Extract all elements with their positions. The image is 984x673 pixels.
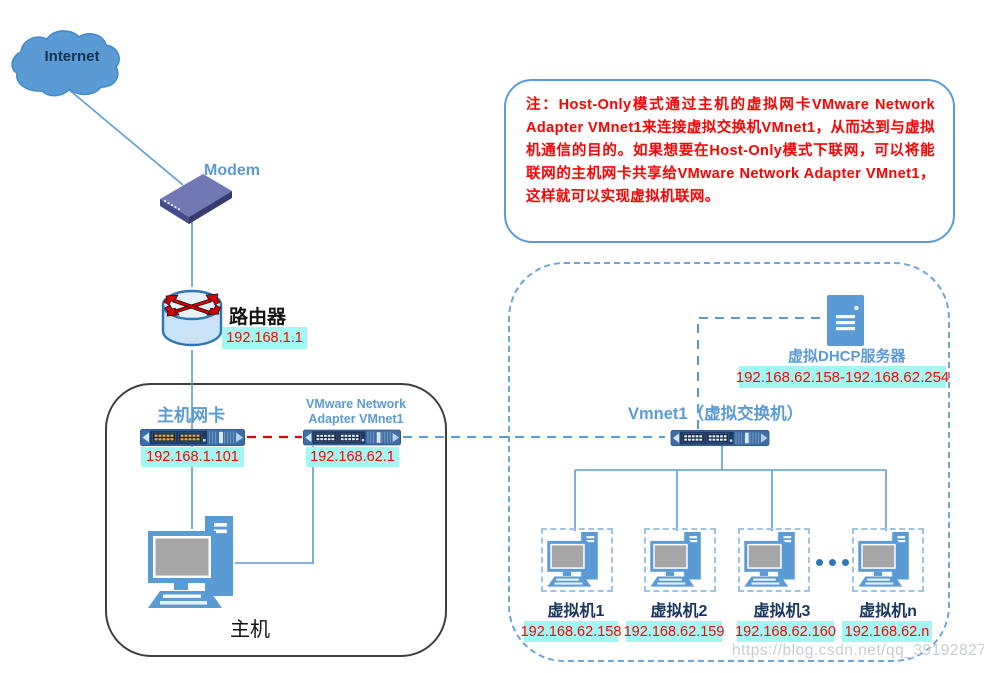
- vm3-label: 虚拟机3: [753, 603, 811, 620]
- modem-label: Modem: [204, 162, 260, 179]
- vm-adapter-ip-badge: 192.168.62.1: [306, 447, 399, 467]
- vm3-pc-icon: [743, 532, 805, 589]
- vm-adapter-icon: [303, 429, 401, 446]
- hostonly-network-box: [508, 262, 950, 662]
- vm3-icon-box: [738, 528, 810, 592]
- vmn-label: 虚拟机n: [859, 603, 917, 620]
- host-nic-icon: [140, 429, 245, 446]
- host-nic-label: 主机网卡: [157, 406, 225, 425]
- vswitch-icon: [666, 430, 774, 446]
- vm1-pc-icon: [546, 532, 608, 589]
- vm2-pc-icon: [649, 532, 711, 589]
- vm-adapter-label: VMware Network Adapter VMnet1: [305, 397, 407, 426]
- dhcp-range-badge: 192.168.62.158-192.168.62.254: [736, 366, 949, 388]
- watermark-text: https://blog.csdn.net/qq_39192827: [732, 642, 984, 659]
- vm2-ip-badge: 192.168.62.159: [624, 621, 724, 642]
- internet-cloud-icon: [11, 30, 120, 97]
- vm1-ip-badge: 192.168.62.158: [521, 621, 621, 642]
- router-icon: [161, 289, 223, 347]
- router-ip-badge: 192.168.1.1: [222, 327, 307, 349]
- dhcp-server-label: 虚拟DHCP服务器: [788, 348, 906, 365]
- vm1-label: 虚拟机1: [547, 603, 605, 620]
- vm1-icon-box: [541, 528, 613, 592]
- vmn-ip-badge: 192.168.62.n: [842, 621, 932, 642]
- router-label: 路由器: [229, 307, 287, 328]
- dhcp-server-icon: [827, 295, 864, 346]
- vm2-icon-box: [644, 528, 716, 592]
- host-pc-icon: [148, 515, 248, 613]
- vmn-icon-box: [852, 528, 924, 592]
- note-text: 注：Host-Only模式通过主机的虚拟网卡VMware Network Ada…: [526, 97, 935, 205]
- vmn-pc-icon: [857, 532, 919, 589]
- note-callout: 注：Host-Only模式通过主机的虚拟网卡VMware Network Ada…: [504, 79, 955, 243]
- host-group-box: [105, 383, 447, 657]
- ellipsis-dots: [816, 559, 849, 566]
- internet-label: Internet: [44, 48, 100, 65]
- vm3-ip-badge: 192.168.62.160: [735, 621, 836, 642]
- host-pc-label: 主机: [230, 619, 270, 641]
- vswitch-label: Vmnet1（虚拟交换机）: [628, 405, 804, 423]
- vm2-label: 虚拟机2: [650, 603, 708, 620]
- modem-icon: [160, 174, 232, 224]
- host-nic-ip-badge: 192.168.1.101: [141, 447, 244, 467]
